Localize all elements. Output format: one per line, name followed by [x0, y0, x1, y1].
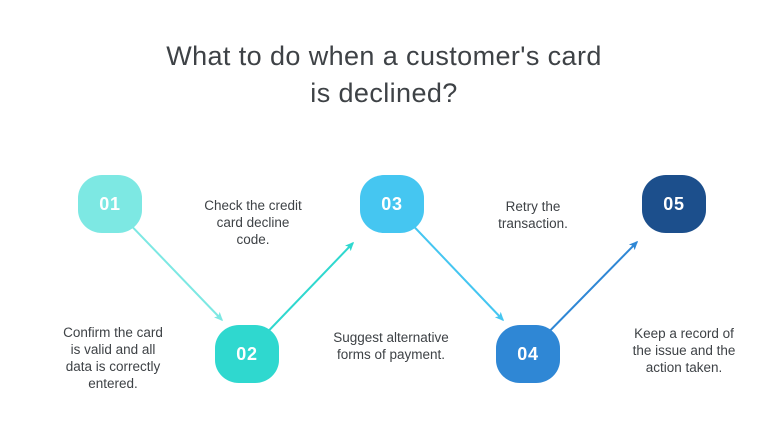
- step-02-number: 02: [236, 343, 258, 364]
- step-02-node: 02: [215, 325, 279, 383]
- title-line-1: What to do when a customer's card: [166, 41, 602, 71]
- step-04-description: Retry the transaction.: [498, 199, 568, 231]
- arrow-step-01-to-02: [119, 213, 224, 322]
- step-05-description: Keep a record of the issue and the actio…: [632, 326, 736, 375]
- step-03-shape: [360, 175, 424, 233]
- step-01-description: Confirm the card is valid and all data i…: [63, 325, 163, 391]
- step-01-number: 01: [99, 193, 121, 214]
- step-01-node: 01: [78, 175, 142, 233]
- step-03-node: 03: [360, 175, 424, 233]
- step-04-number: 04: [517, 343, 539, 364]
- step-01-shape: [78, 175, 142, 233]
- arrow-step-03-to-04: [401, 213, 505, 322]
- step-02-description: Check the credit card decline code.: [204, 198, 302, 247]
- step-05-node: 05: [642, 175, 706, 233]
- page-title: What to do when a customer's card is dec…: [0, 38, 768, 112]
- step-04-node: 04: [496, 325, 560, 383]
- arrow-step-02-to-03: [254, 241, 355, 346]
- step-02-shape: [215, 325, 279, 383]
- step-05-shape: [642, 175, 706, 233]
- step-03-number: 03: [381, 193, 403, 214]
- step-04-shape: [496, 325, 560, 383]
- title-line-2: is declined?: [310, 78, 458, 108]
- arrow-step-04-to-05: [535, 240, 639, 346]
- step-03-description: Suggest alternative forms of payment.: [333, 330, 449, 362]
- step-05-number: 05: [663, 193, 685, 214]
